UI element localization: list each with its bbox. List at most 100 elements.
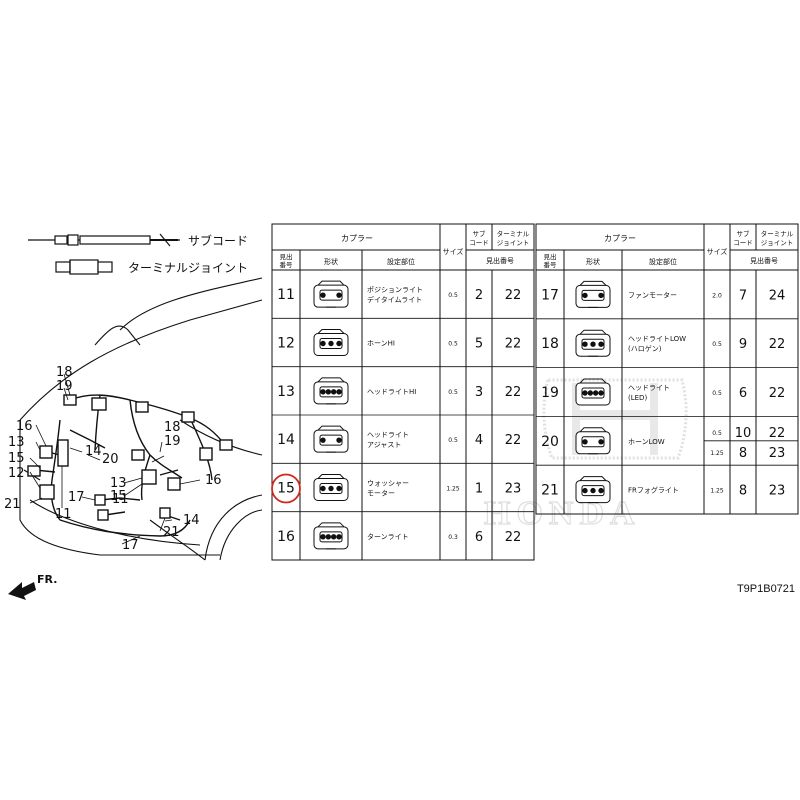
sub-cord-number: 9 [739,337,747,352]
sub-cord-number: 6 [475,530,483,545]
ref-number: 11 [277,287,295,303]
sub-cord-header-right-2: コード [733,239,753,247]
ref-number: 20 [541,434,559,450]
location-name: ファンモーター [628,290,677,299]
wire-size: 0.5 [448,292,458,299]
connector-shape-icon [575,476,611,504]
wire-size: 0.5 [448,437,458,444]
callout-21: 21 [4,497,21,512]
terminal-joint-header-right-1: ターミナル [761,229,794,238]
coupler-header: カプラー [341,234,373,243]
callout-18: 18 [56,365,73,380]
callout-19: 19 [56,379,73,394]
location-name: ホーンHI [367,340,395,348]
sub-cord-header-2: コード [469,239,489,247]
location-name: モーター [367,489,395,498]
callout-20: 20 [102,452,119,467]
location-name: ヘッドライトLOW [628,335,686,343]
connector-shape-icon [313,329,349,356]
sub-cord-number: 4 [475,433,483,448]
wire-size: 1.25 [710,488,724,495]
sub-cord-label: サブコード [188,233,248,248]
shape-header: 形状 [324,257,338,266]
terminal-joint-number: 22 [505,337,522,352]
wire-size: 0.5 [712,430,722,437]
terminal-joint-icon [55,259,113,275]
ref-no-header-right-2: 番号 [544,261,558,269]
callout-15: 15 [8,451,25,466]
ref-no2-header: 見出番号 [486,256,514,265]
ref-no-header-right-1: 見出 [544,252,557,261]
ref-number: 21 [541,483,559,499]
location-header-right: 設定部位 [649,257,677,266]
callout-13b: 13 [110,476,127,491]
connector-shape-icon [575,427,611,455]
shape-header-right: 形状 [586,257,600,266]
ref-number: 17 [541,287,559,303]
sub-cord-icon [28,233,180,247]
ref-number: 19 [541,385,559,401]
connector-shape-icon [313,474,349,501]
callout-11b: 11 [112,492,129,507]
terminal-joint-number: 23 [769,484,786,499]
wire-size: 0.3 [448,534,458,541]
connector-shape-icon [575,329,611,357]
sub-cord-number: 7 [739,288,747,303]
terminal-joint-number: 22 [505,433,522,448]
callout-11: 11 [55,507,72,522]
ref-number: 13 [277,384,295,400]
left-coupler-table: カプラー 見出 番号 形状 設定部位 サイズ サブ コード ターミナル ジョイン… [271,223,535,561]
location-name: (LED) [628,394,647,402]
front-direction-label: FR. [37,573,57,586]
terminal-joint-number: 22 [505,288,522,303]
sub-cord-header-right-1: サブ [737,229,751,238]
right-coupler-table: カプラー 見出 番号 形状 設定部位 サイズ サブ コード ターミナル ジョイン… [535,223,799,515]
terminal-joint-header-2: ジョイント [497,239,530,247]
ref-no2-header-right: 見出番号 [750,256,778,265]
wire-harness [27,394,233,537]
location-name: FRフォグライト [628,486,679,495]
legend: サブコード ターミナルジョイント [28,233,248,275]
wire-size: 1.25 [710,450,724,457]
connector-shape-icon [313,377,349,405]
location-name: ヘッドライトHI [367,388,416,396]
location-name: ホーンLOW [628,438,665,446]
highlight-circle [271,473,301,504]
ref-number: 18 [541,336,559,352]
connector-shape-icon [575,378,611,406]
callout-12: 12 [8,466,25,481]
terminal-joint-label: ターミナルジョイント [128,261,248,275]
terminal-joint-number: 23 [505,482,522,497]
connector-shape-icon [313,522,349,550]
sub-cord-number: 2 [475,288,483,303]
sub-cord-number: 6 [739,386,747,401]
location-name: ヘッドライト [367,431,409,439]
callout-19b: 19 [164,434,181,449]
leader-lines [29,373,201,545]
ref-number: 12 [277,336,295,352]
coupler-header-right: カプラー [604,234,636,243]
connector-shape-icon [313,425,349,453]
callout-13: 13 [8,435,25,450]
callouts: 18 19 16 13 15 12 21 11 14 20 17 11 18 1… [4,365,222,553]
terminal-joint-number: 22 [769,426,786,441]
sub-cord-number: 10 [735,426,752,441]
callout-17: 17 [68,490,85,505]
terminal-joint-number: 22 [769,386,786,401]
callout-18b: 18 [164,420,181,435]
sub-cord-number: 1 [475,482,483,497]
terminal-joint-number: 23 [769,446,786,461]
location-name: ポジションライト [367,286,423,294]
ref-number: 15 [277,481,295,497]
location-name: ウォッシャー [367,480,409,488]
location-name: ターンライト [367,532,409,541]
location-header: 設定部位 [387,257,415,266]
